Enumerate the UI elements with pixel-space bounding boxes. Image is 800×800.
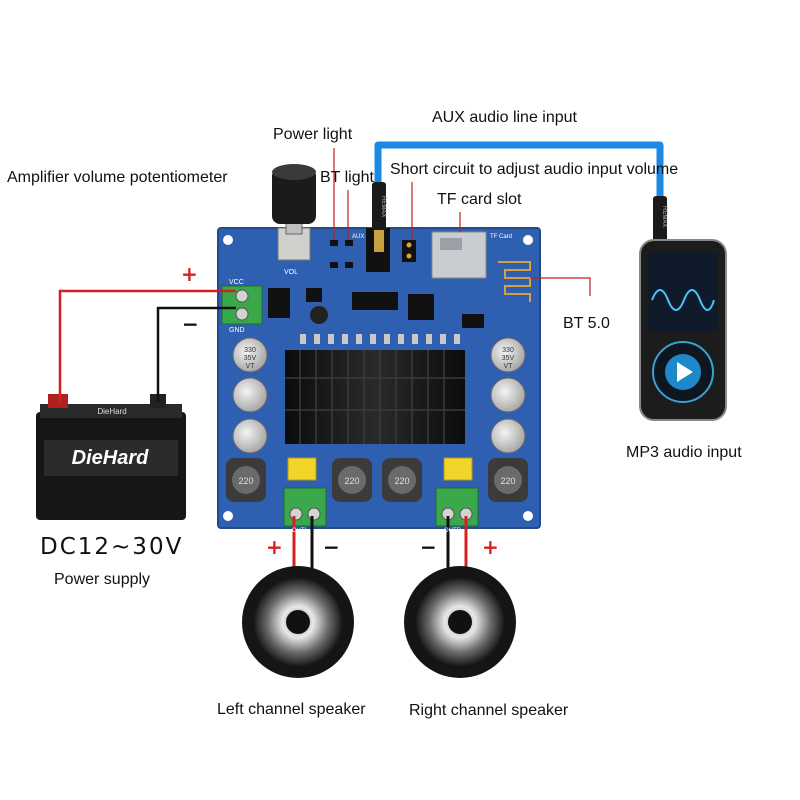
tf-slot-label: TF card slot [437,191,522,208]
bt5-label: BT 5.0 [563,315,610,332]
left-speaker-label: Left channel speaker [217,701,366,718]
cable-brand-board: REMAX [380,196,386,217]
aux-plug-board [372,182,386,252]
power-supply-label: Power supply [54,571,151,588]
cap-text-6: VT [504,363,514,370]
cap-text-2: 35V [244,355,257,362]
right-plus-sign: + [482,535,499,559]
right-minus-sign: − [420,535,437,559]
right-speaker-label: Right channel speaker [409,702,569,719]
battery [36,394,186,520]
inductor-text-3: 220 [394,476,409,486]
battery-minus-sign: − [182,312,199,336]
gnd-silk: GND [229,327,245,334]
amplifier-board [217,227,541,529]
cap-text-1: 330 [244,347,256,354]
left-plus-sign: + [266,535,283,559]
power-light-label: Power light [273,126,353,143]
aux-silk: AUX [352,234,364,240]
right-speaker [404,566,516,678]
short-circuit-label: Short circuit to adjust audio input volu… [390,161,679,178]
battery-positive-wire [58,289,236,402]
cable-brand-player: REMAX [661,206,667,227]
vcc-silk: VCC [229,279,244,286]
cap-text-5: 35V [502,355,515,362]
tf-silk: TF Card [490,234,512,240]
heatsink [285,350,465,444]
aux-cable [374,141,664,205]
outl-silk: OUTL [292,528,309,534]
capacitors [232,337,526,454]
cap-text-4: 330 [502,347,514,354]
volume-knob [272,164,316,235]
outr-silk: OUTR [444,528,462,534]
vol-silk: VOL [284,269,298,276]
battery-negative-wire [156,306,236,402]
inductor-text-1: 220 [238,476,253,486]
inductor-text-4: 220 [500,476,515,486]
bt-light-label: BT light [320,169,374,186]
battery-plus-sign: + [181,262,198,286]
mp3-input-label: MP3 audio input [626,444,742,461]
aux-input-label: AUX audio line input [432,109,577,126]
cap-text-3: VT [246,363,256,370]
mp3-player [639,239,727,421]
battery-brand: DieHard [72,447,149,469]
aux-plug-player [653,196,667,242]
volume-pot-label: Amplifier volume potentiometer [7,169,228,186]
inductor-text-2: 220 [344,476,359,486]
battery-top-label: DieHard [97,407,126,416]
left-minus-sign: − [323,535,340,559]
inductors [226,458,528,502]
left-speaker [242,566,354,678]
dc-range-label: DC12~30V [40,534,184,560]
